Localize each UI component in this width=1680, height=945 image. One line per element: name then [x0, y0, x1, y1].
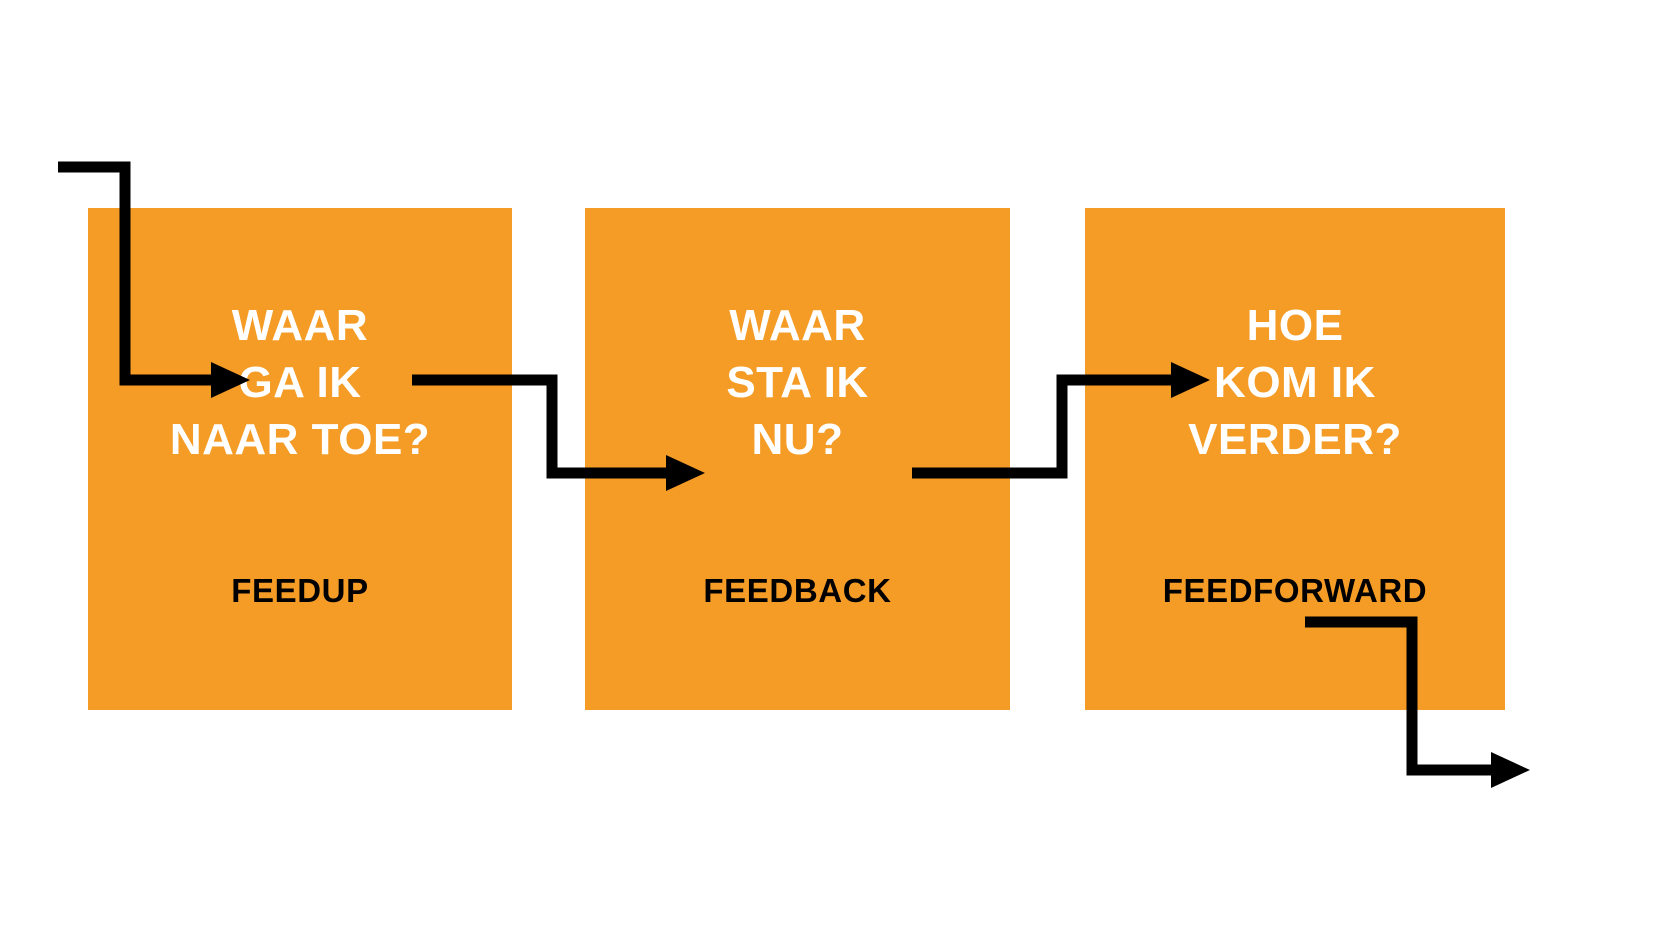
- process-box-feedback[interactable]: WAAR STA IK NU? FEEDBACK: [585, 208, 1010, 710]
- arrowhead-icon-feedback: [666, 455, 705, 491]
- connector-exit-path: [1305, 616, 1495, 776]
- connector-entry-path: [58, 161, 215, 386]
- box-label-feedback: FEEDBACK: [703, 572, 892, 609]
- process-box-feedforward[interactable]: HOE KOM IK VERDER? FEEDFORWARD: [1085, 208, 1505, 710]
- arrowhead-icon-entry: [211, 362, 250, 398]
- connector-feedup-feedback-path: [412, 374, 670, 479]
- connector-feedup-to-feedback: [412, 374, 705, 491]
- arrowhead-icon-exit: [1491, 752, 1530, 788]
- connector-feedback-feedforward-path: [912, 374, 1175, 479]
- connector-feedback-to-feedforward: [912, 362, 1210, 479]
- box-label-feedforward: FEEDFORWARD: [1162, 572, 1428, 609]
- process-box-feedup[interactable]: WAAR GA IK NAAR TOE? FEEDUP: [88, 208, 512, 710]
- arrowhead-icon-feedforward: [1171, 362, 1210, 398]
- connector-feedforward-to-exit: [1305, 616, 1530, 788]
- connector-entry-to-feedup: [58, 161, 250, 398]
- box-question-feedback: WAAR STA IK NU?: [726, 301, 869, 464]
- box-question-feedforward: HOE KOM IK VERDER?: [1188, 301, 1402, 464]
- box-label-feedup: FEEDUP: [231, 572, 369, 609]
- box-question-feedup: WAAR GA IK NAAR TOE?: [169, 301, 431, 464]
